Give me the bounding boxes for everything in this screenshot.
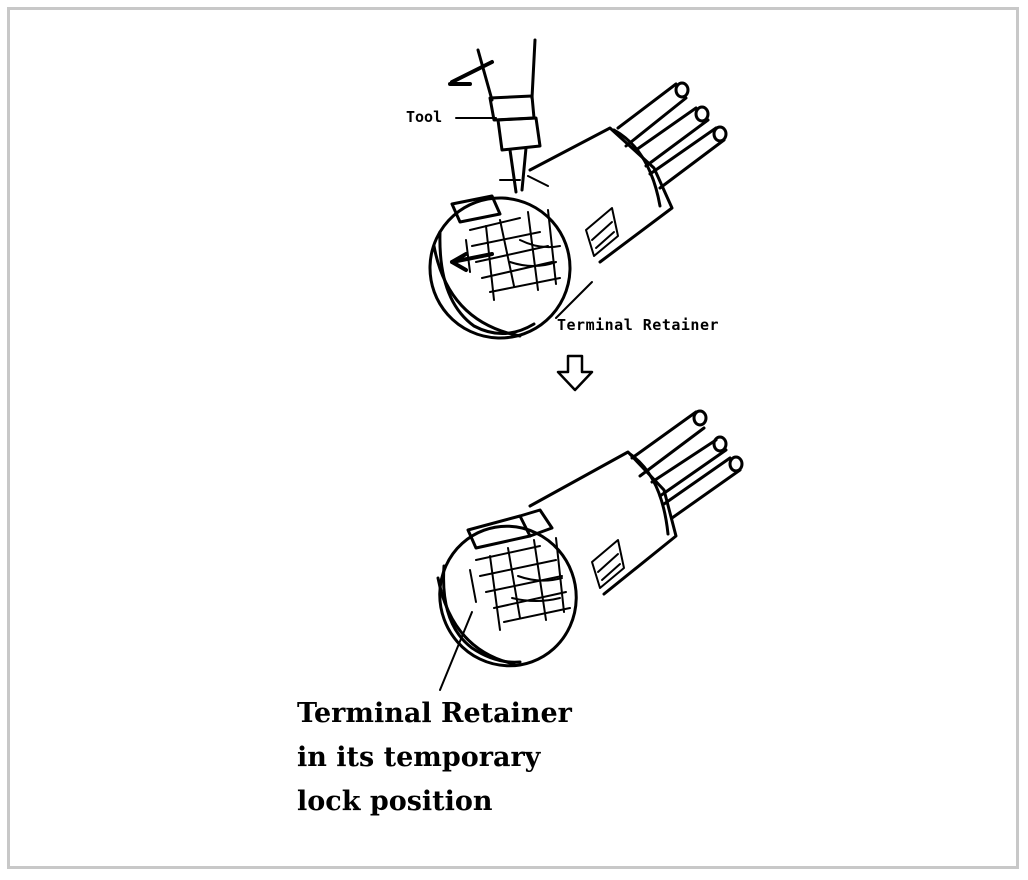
top-connector-illustration	[428, 38, 728, 340]
bottom-connector-illustration	[436, 409, 744, 691]
retainer-leader-line	[555, 281, 593, 319]
connector-housing-icon	[428, 126, 674, 340]
terminal-cavities-icon	[465, 175, 561, 301]
caption-leader-line	[439, 611, 473, 691]
caption-line-3: lock position	[297, 786, 493, 817]
motion-arrow-icon	[448, 60, 494, 86]
terminal-cavities-icon	[469, 537, 571, 631]
caption-line-2: in its temporary	[297, 742, 541, 773]
wires-icon	[630, 409, 744, 520]
wires-icon	[616, 81, 728, 190]
connector-housing-icon	[436, 450, 678, 668]
retainer-pointer-arrow	[450, 252, 494, 272]
terminal-retainer-label: Terminal Retainer	[557, 316, 720, 334]
tool-icon	[476, 38, 542, 194]
down-arrow-icon	[556, 354, 594, 392]
caption-line-1: Terminal Retainer	[297, 698, 572, 729]
tool-label: Tool	[406, 108, 443, 126]
figure-frame	[7, 7, 1019, 869]
temporary-lock-caption: Terminal Retainer in its temporary lock …	[297, 692, 572, 824]
